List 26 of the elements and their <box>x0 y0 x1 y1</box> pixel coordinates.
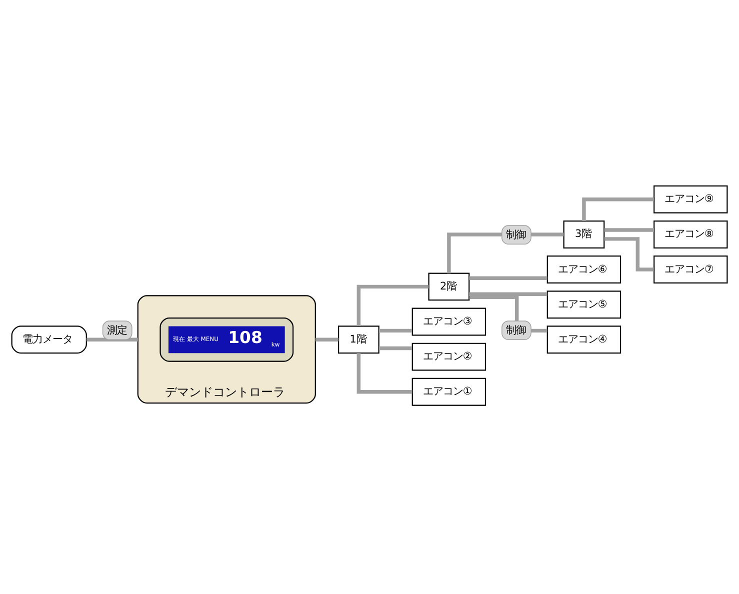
connector <box>604 228 654 232</box>
node-box: 1階 <box>338 325 380 354</box>
node-box: エアコン⑨ <box>654 184 728 213</box>
node-box: エアコン⑤ <box>546 290 622 318</box>
connector <box>469 292 548 296</box>
node-box: 2階 <box>428 272 470 300</box>
connector <box>378 328 412 332</box>
edge-label: 制御 <box>506 324 526 336</box>
edge-label: 測定 <box>106 324 127 336</box>
node-box: エアコン⑦ <box>654 255 728 284</box>
node-box: エアコン④ <box>546 325 622 354</box>
edge-label: 制御 <box>506 228 526 240</box>
connector <box>315 337 338 341</box>
node-box: エアコン⑥ <box>546 255 622 284</box>
node-box: 電力メータ <box>11 325 87 354</box>
node-box: エアコン② <box>412 342 486 370</box>
node-box: エアコン① <box>412 377 486 406</box>
connector <box>356 352 412 394</box>
node-box: エアコン⑧ <box>654 220 728 248</box>
connector <box>356 284 429 326</box>
connector <box>604 236 654 271</box>
connector <box>378 346 412 350</box>
connector <box>86 337 138 341</box>
node-box: 3階 <box>563 220 605 248</box>
node-box: エアコン③ <box>412 307 486 336</box>
connector <box>469 276 548 280</box>
